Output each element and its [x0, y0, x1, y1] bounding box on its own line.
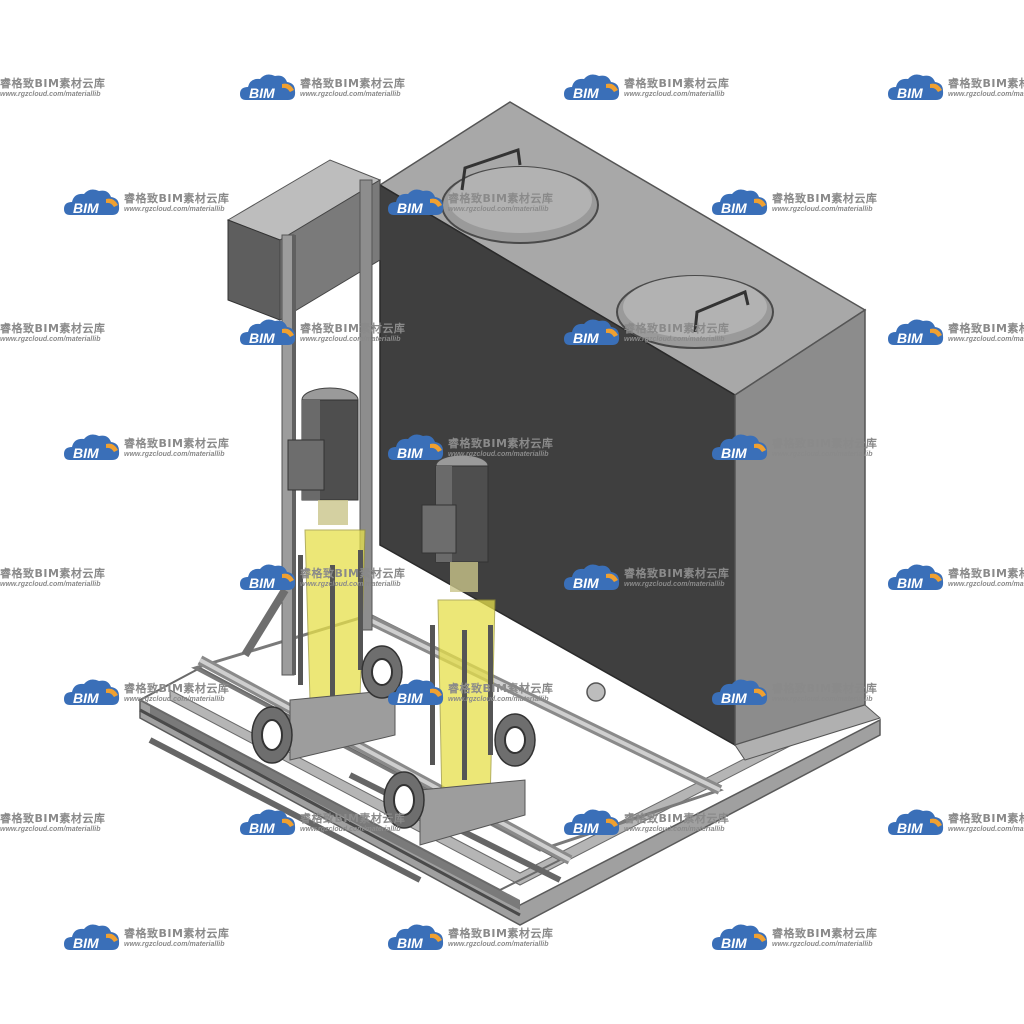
tank-outlet [586, 682, 606, 702]
pump-unit-1 [251, 387, 403, 764]
